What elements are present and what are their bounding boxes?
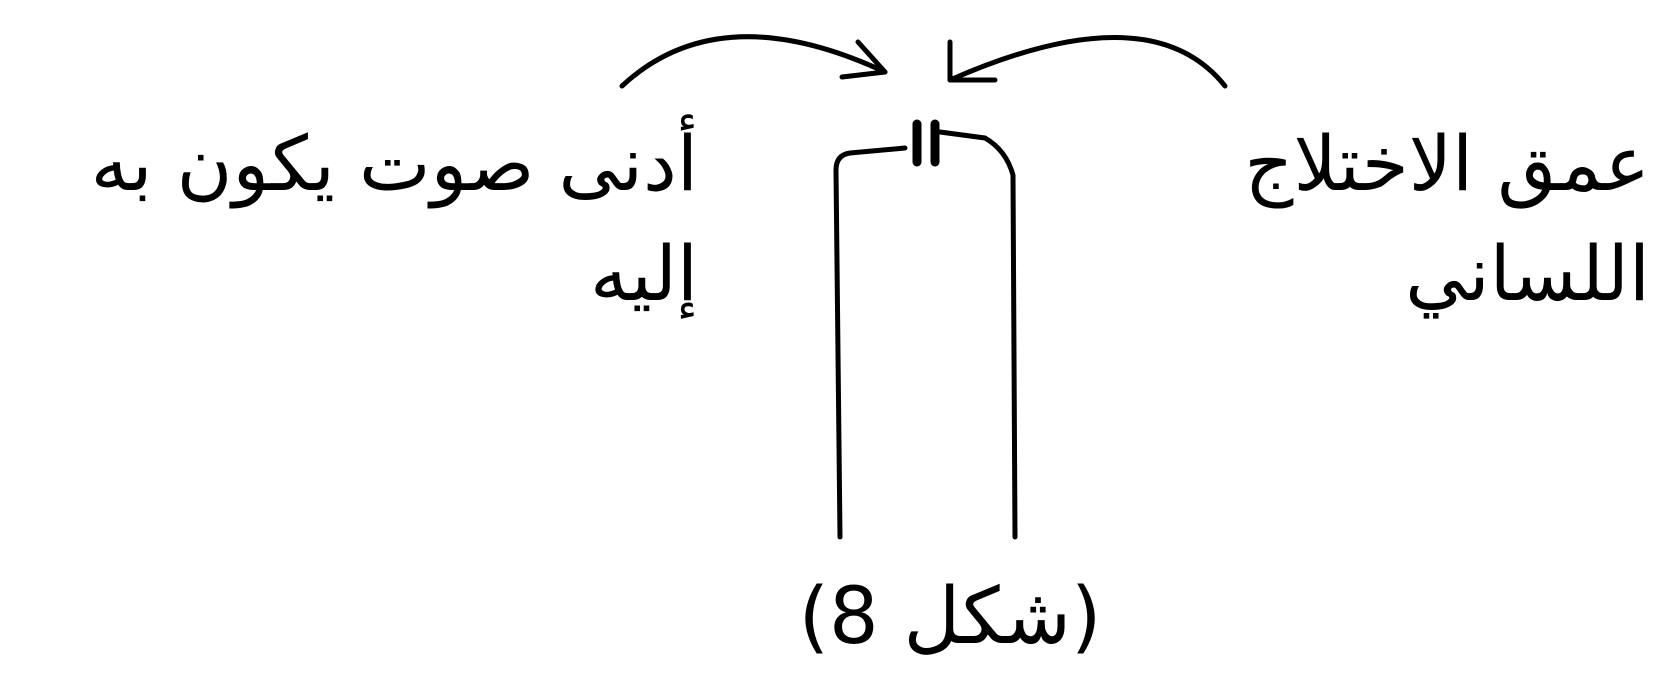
label-tongue-depth-line2: اللساني: [1405, 229, 1650, 318]
label-lowest-sound-line2: إليه: [590, 229, 698, 318]
label-lowest-sound: أدنى صوت يكون به: [90, 119, 698, 208]
left-arrowhead: [839, 39, 888, 80]
left-curved-arrow: [619, 34, 888, 89]
tube-left-wall: [833, 145, 908, 540]
figure-caption: (شكل 8): [798, 572, 1102, 662]
tube-right-wall: [937, 129, 1018, 540]
right-arrowhead: [947, 39, 998, 83]
label-tongue-depth: عمق الاختلاج: [1244, 119, 1650, 208]
vibration-marker: [912, 119, 940, 167]
right-curved-arrow: [947, 35, 1228, 89]
